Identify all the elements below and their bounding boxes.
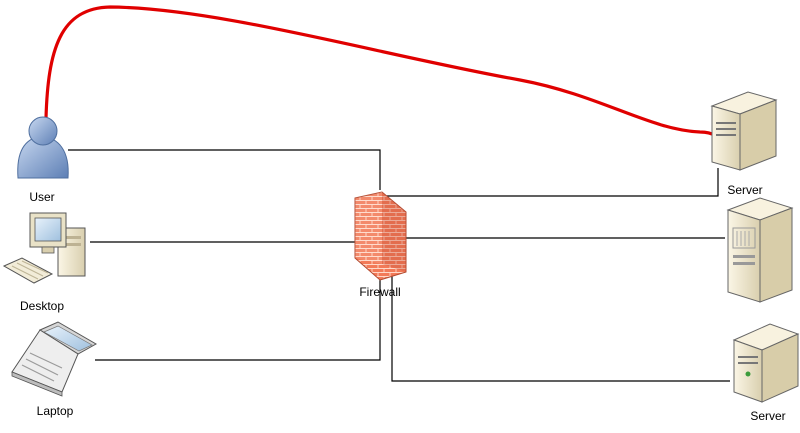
server-tower-icon[interactable] (726, 197, 794, 303)
laptop-icon[interactable] (11, 321, 98, 397)
user-icon[interactable] (17, 116, 69, 179)
line-laptop-to-firewall (95, 275, 381, 361)
server-top-label: Server (727, 183, 762, 197)
connections (68, 149, 730, 382)
desktop-computer-icon[interactable] (2, 212, 86, 284)
server-icon[interactable] (732, 323, 800, 403)
server-bottom-label: Server (750, 409, 785, 423)
server-icon[interactable] (710, 91, 778, 171)
laptop-label: Laptop (37, 404, 74, 418)
firewall-label: Firewall (359, 285, 400, 299)
firewall-brick-wall-icon[interactable] (354, 191, 407, 281)
bypass-path-user-to-server (44, 5, 725, 154)
line-user-to-firewall (68, 149, 381, 190)
line-firewall-to-server-top (380, 168, 719, 197)
line-firewall-to-server-bottom (391, 275, 730, 382)
user-label: User (29, 190, 54, 204)
desktop-label: Desktop (20, 299, 64, 313)
